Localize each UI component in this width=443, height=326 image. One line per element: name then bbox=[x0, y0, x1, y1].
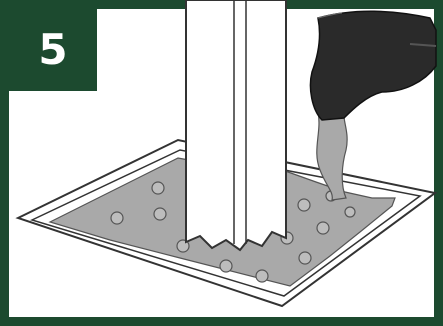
post-icon bbox=[186, 0, 286, 250]
bucket-icon bbox=[310, 11, 436, 120]
step-badge: 5 bbox=[9, 9, 97, 91]
step-number: 5 bbox=[38, 29, 67, 71]
